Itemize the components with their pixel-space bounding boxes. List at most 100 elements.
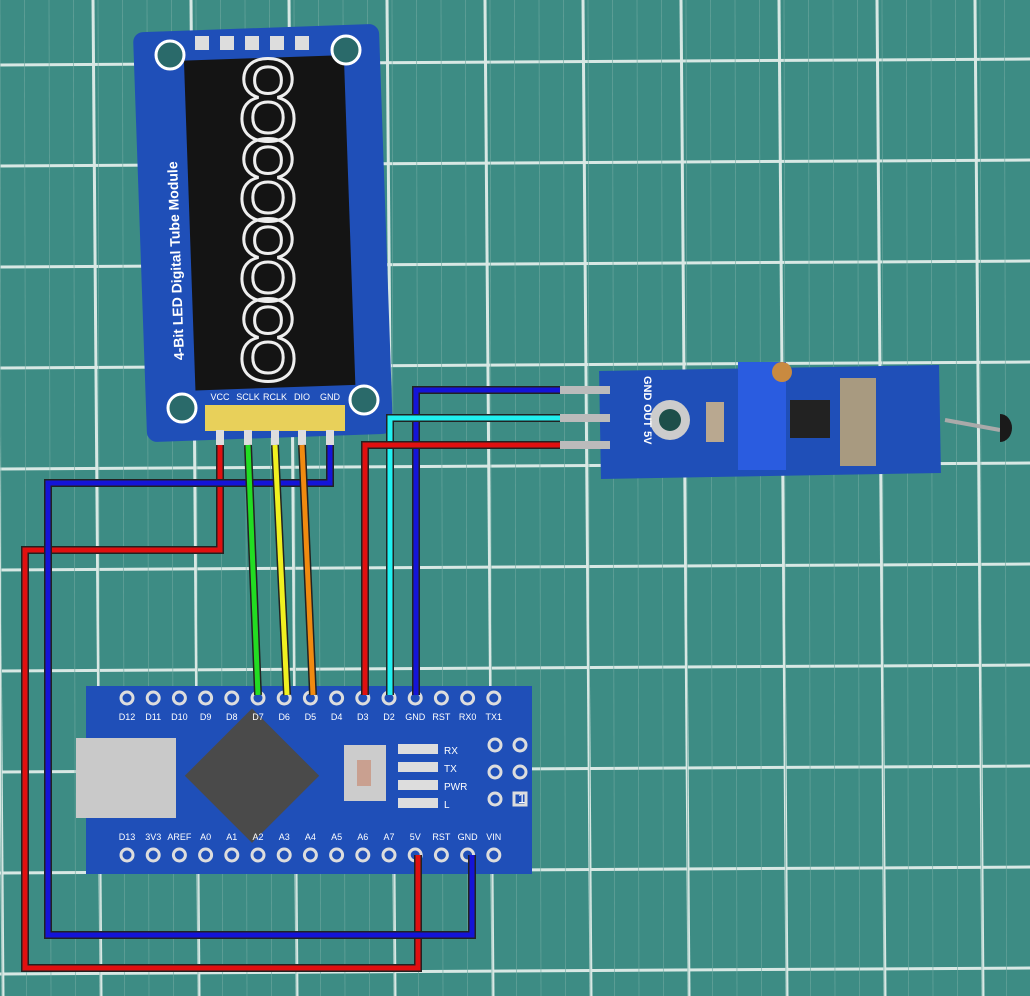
pin-label-a3: A3 [279, 832, 290, 842]
led [398, 780, 438, 790]
pin-label-a4: A4 [305, 832, 316, 842]
pin-label-tx1: TX1 [486, 712, 503, 722]
pin-label-d7: D7 [252, 712, 264, 722]
led-label-tx: TX [444, 764, 457, 775]
pin [216, 430, 224, 448]
red-sensor-5v-wire-outline [361, 441, 560, 695]
pin [460, 690, 476, 706]
pin [171, 690, 187, 706]
pin [250, 847, 266, 863]
digit: 8 [235, 118, 301, 246]
pin [298, 430, 306, 448]
pin [326, 430, 334, 448]
pin-label-d13: D13 [119, 832, 136, 842]
wires [21, 386, 560, 972]
orange-dio-wire [299, 444, 316, 696]
led [398, 762, 438, 772]
pin-label-5v: 5V [410, 832, 421, 842]
pin [171, 847, 187, 863]
pin-label-out: OUT [641, 404, 653, 428]
pin [244, 430, 252, 448]
pin-label-5v: 5V [641, 431, 653, 445]
pin [271, 430, 279, 448]
header-pin [245, 36, 259, 50]
pin-label-d4: D4 [331, 712, 343, 722]
pin [381, 847, 397, 863]
pin [329, 690, 345, 706]
pin-label-vcc: VCC [210, 392, 230, 402]
header-pin [195, 36, 209, 50]
led-label-l: L [444, 800, 450, 811]
pin [198, 847, 214, 863]
blue-sensor-gnd-wire [413, 387, 560, 695]
pin-label-a5: A5 [331, 832, 342, 842]
pin-label-a0: A0 [200, 832, 211, 842]
pin-label-d9: D9 [200, 712, 212, 722]
pin-label-a2: A2 [252, 832, 263, 842]
header-number: 1 [518, 790, 526, 806]
pin [329, 847, 345, 863]
pin-label-3v3: 3V3 [145, 832, 161, 842]
red-vcc-wire [22, 445, 421, 971]
pin [276, 847, 292, 863]
pin-label-a7: A7 [383, 832, 394, 842]
pin-label-gnd: GND [320, 392, 341, 402]
digit: 8 [235, 198, 301, 326]
pin [486, 690, 502, 706]
pin-label-rst: RST [432, 712, 451, 722]
pin [224, 690, 240, 706]
module-title: 4-Bit LED Digital Tube Module [164, 161, 187, 360]
yellow-rclk-wire [272, 444, 290, 696]
pin [145, 690, 161, 706]
pin-label-d2: D2 [383, 712, 395, 722]
blue-gnd-wire [45, 445, 475, 938]
pin-label-d5: D5 [305, 712, 317, 722]
pin-label-d3: D3 [357, 712, 369, 722]
pin-label-gnd: GND [641, 376, 653, 401]
pin [560, 386, 610, 394]
pin [198, 690, 214, 706]
pin-label-rx0: RX0 [459, 712, 477, 722]
led-label-rx: RX [444, 746, 458, 757]
pin-label-aref: AREF [167, 832, 192, 842]
pin-label-rst: RST [432, 832, 451, 842]
led [398, 744, 438, 754]
header-pin [220, 36, 234, 50]
pin [145, 847, 161, 863]
pin-label-rclk: RCLK [263, 392, 287, 402]
pin-label-vin: VIN [486, 832, 501, 842]
pin [119, 690, 135, 706]
pin-label-sclk: SCLK [236, 392, 260, 402]
pin [355, 847, 371, 863]
pin-label-gnd: GND [458, 832, 479, 842]
pin-label-a1: A1 [226, 832, 237, 842]
pin [224, 847, 240, 863]
led [398, 798, 438, 808]
header-pin [295, 36, 309, 50]
pin [433, 690, 449, 706]
digit: 8 [235, 38, 301, 166]
pin-label-gnd: GND [405, 712, 426, 722]
pin-label-d12: D12 [119, 712, 136, 722]
green-sclk-wire [245, 444, 261, 696]
led-label-pwr: PWR [444, 782, 467, 793]
pin [560, 414, 610, 422]
sensor-module: GND OUT 5V [560, 362, 1013, 479]
pin-label-a6: A6 [357, 832, 368, 842]
pin-label-d8: D8 [226, 712, 238, 722]
pin [119, 847, 135, 863]
pin-label-d6: D6 [278, 712, 290, 722]
red-sensor-5v-wire [362, 442, 560, 695]
cyan-sensor-out-wire [387, 415, 560, 695]
pin-label-d11: D11 [145, 712, 161, 722]
digit: 8 [235, 278, 301, 406]
pin [486, 847, 502, 863]
pin [560, 441, 610, 449]
pin [433, 847, 449, 863]
header-pin [270, 36, 284, 50]
pin [302, 847, 318, 863]
pin-label-dio: DIO [294, 392, 310, 402]
